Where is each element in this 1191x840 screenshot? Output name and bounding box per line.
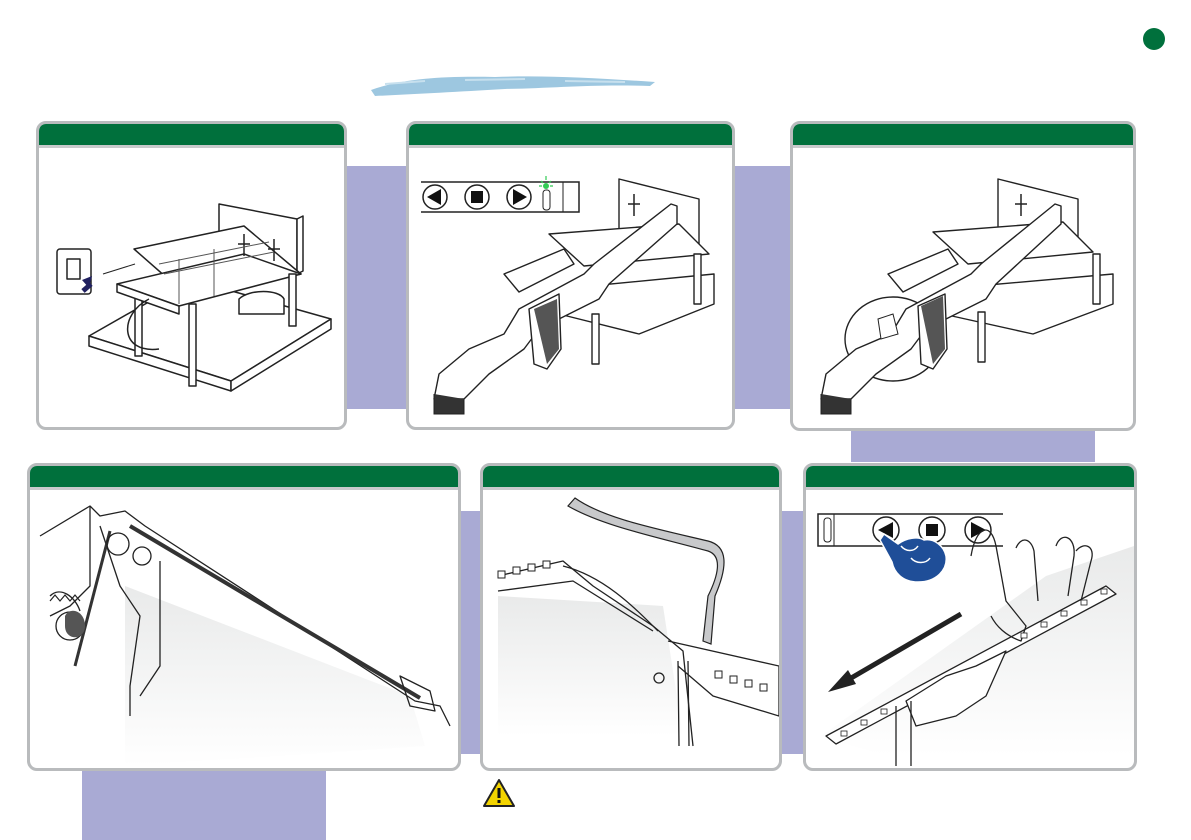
step-panel-5 [480, 463, 782, 771]
left-triangle-icon[interactable] [423, 185, 447, 209]
step-panel-3 [790, 121, 1136, 431]
square-stop-icon[interactable] [465, 185, 489, 209]
accent-band [346, 166, 408, 409]
step-panel-4 [27, 463, 461, 771]
feeder-control-illustration [409, 124, 732, 427]
tape-path-illustration [30, 466, 458, 768]
accent-band [851, 430, 1095, 462]
accent-band [460, 511, 482, 754]
accent-band [733, 166, 791, 409]
accent-band [82, 768, 326, 840]
pull-tape-illustration [806, 466, 1134, 768]
step-panel-6 [803, 463, 1137, 771]
cover-tape-illustration [483, 466, 779, 768]
feeder-cart-illustration [39, 124, 344, 427]
feeder-with-reel-illustration [793, 124, 1133, 428]
accent-band [779, 511, 805, 754]
right-triangle-icon[interactable] [507, 185, 531, 209]
brush-stroke-decoration [365, 70, 665, 100]
warning-triangle-icon [482, 778, 516, 808]
step-panel-1 [36, 121, 347, 430]
step-panel-2 [406, 121, 735, 430]
section-marker-dot [1143, 28, 1165, 50]
